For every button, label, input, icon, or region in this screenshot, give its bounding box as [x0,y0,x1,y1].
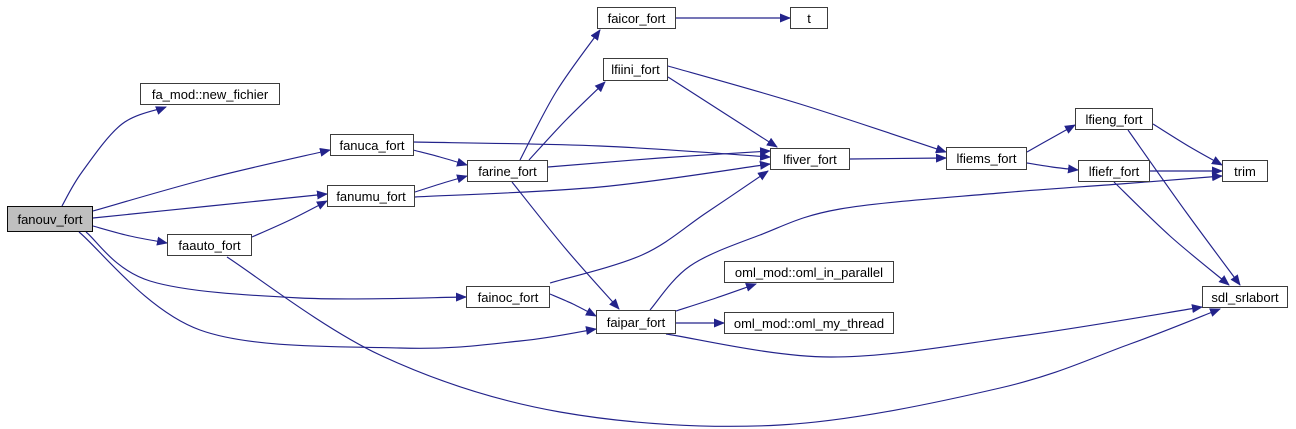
graph-node-fainoc_fort[interactable]: fainoc_fort [466,286,550,308]
graph-node-trim[interactable]: trim [1222,160,1268,182]
graph-node-faauto_fort[interactable]: faauto_fort [167,234,252,256]
graph-node-oml_my_thread[interactable]: oml_mod::oml_my_thread [724,312,894,334]
graph-node-fa_mod_new_fichier[interactable]: fa_mod::new_fichier [140,83,280,105]
edge-faipar_fort-sdl_srlabort [665,304,1203,358]
graph-node-faicor_fort[interactable]: faicor_fort [597,7,676,29]
graph-node-lfiems_fort[interactable]: lfiems_fort [946,147,1027,170]
edge-lfiini_fort-lfiems_fort [667,65,947,154]
edge-lfieng_fort-sdl_srlabort [1127,129,1241,286]
graph-node-lfiver_fort[interactable]: lfiver_fort [770,148,850,170]
edge-lfiefr_fort-sdl_srlabort [1113,181,1230,286]
edge-fanouv_fort-faauto_fort [92,225,168,246]
edge-farine_fort-lfiver_fort [547,147,771,168]
graph-node-oml_in_parallel[interactable]: oml_mod::oml_in_parallel [724,261,894,283]
graph-node-fanuca_fort[interactable]: fanuca_fort [330,134,414,156]
edge-faipar_fort-trim [649,172,1223,311]
edge-fanouv_fort-fanuca_fort [92,147,331,212]
graph-node-faipar_fort[interactable]: faipar_fort [596,310,676,334]
graph-node-fanouv_fort[interactable]: fanouv_fort [7,206,93,232]
edge-fanouv_fort-fainoc_fort [85,231,467,302]
graph-node-t[interactable]: t [790,7,828,29]
graph-node-lfieng_fort[interactable]: lfieng_fort [1075,108,1153,130]
edge-farine_fort-faicor_fort [519,29,601,161]
edge-lfiems_fort-lfiefr_fort [1026,162,1079,174]
edge-fanouv_fort-fa_mod_new_fichier [61,106,167,207]
edge-farine_fort-lfiini_fort [528,81,606,161]
edge-fanuca_fort-farine_fort [412,149,468,167]
graph-node-farine_fort[interactable]: farine_fort [467,160,548,182]
edge-fanouv_fort-fanumu_fort [92,190,328,219]
edge-lfiems_fort-lfieng_fort [1026,124,1076,153]
graph-node-lfiefr_fort[interactable]: lfiefr_fort [1078,160,1150,182]
edge-fanuca_fort-lfiver_fort [412,141,771,161]
edge-fainoc_fort-lfiver_fort [549,170,769,284]
edge-lfiver_fort-lfiems_fort [849,153,947,163]
graph-node-sdl_srlabort[interactable]: sdl_srlabort [1202,286,1288,308]
edge-faipar_fort-oml_in_parallel [675,282,757,312]
edge-fanumu_fort-farine_fort [414,174,468,193]
edge-fainoc_fort-faipar_fort [549,293,597,317]
graph-node-fanumu_fort[interactable]: fanumu_fort [327,185,415,207]
edge-farine_fort-faipar_fort [511,181,620,310]
edge-fanumu_fort-lfiver_fort [414,160,771,198]
edge-faauto_fort-sdl_srlabort [226,256,1221,427]
edge-lfiini_fort-lfiver_fort [667,76,778,148]
edge-lfieng_fort-trim [1152,123,1223,166]
edge-faauto_fort-fanumu_fort [251,200,328,238]
graph-node-lfiini_fort[interactable]: lfiini_fort [603,58,668,81]
